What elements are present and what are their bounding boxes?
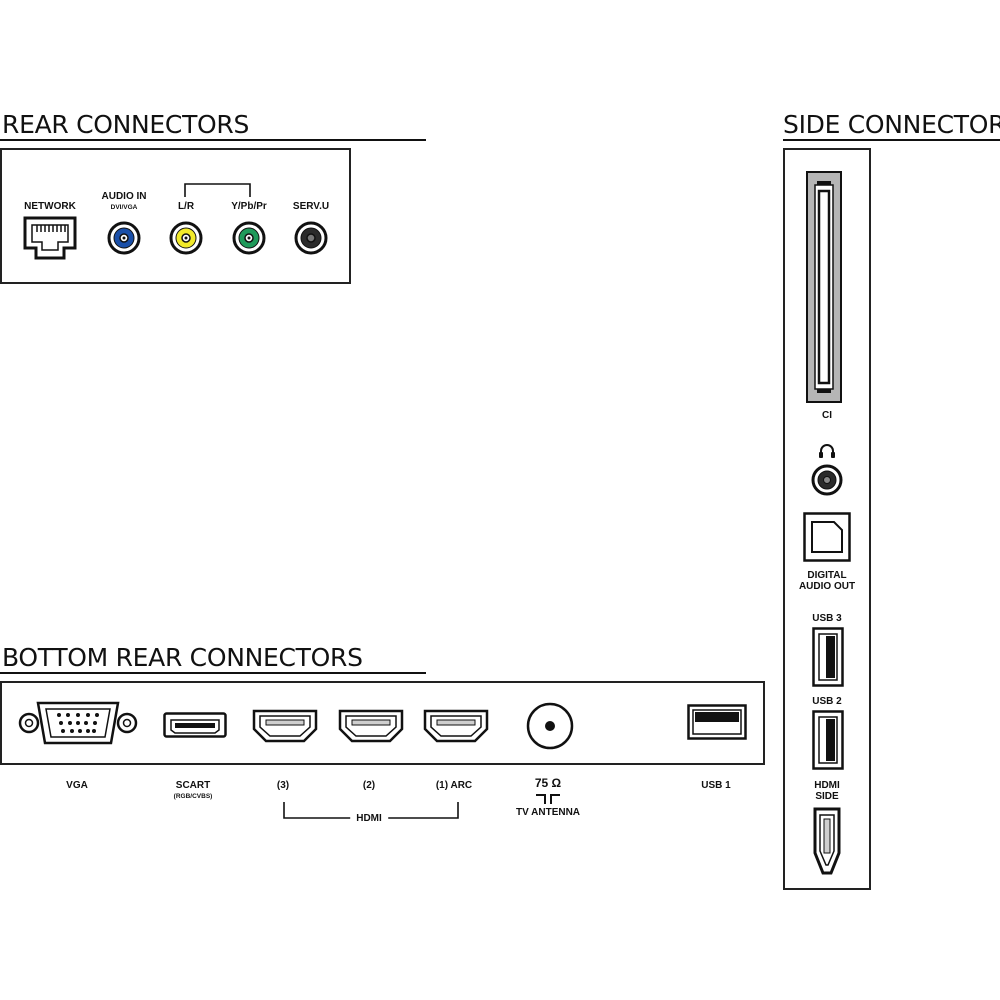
lr-label: L/R bbox=[177, 201, 195, 212]
side-connectors-title: SIDE CONNECTORS bbox=[783, 110, 1000, 139]
jack-icon-audio-in bbox=[107, 221, 141, 255]
bottom-rear-connectors-title: BOTTOM REAR CONNECTORS bbox=[2, 643, 363, 672]
rear-title-rule bbox=[0, 139, 426, 141]
scart-label: SCART bbox=[175, 780, 211, 791]
hdmi-icon-2 bbox=[338, 709, 404, 743]
usb2-label: USB 2 bbox=[812, 696, 842, 707]
servu-label: SERV.U bbox=[292, 201, 330, 212]
jack-icon-servu bbox=[294, 221, 328, 255]
side-connectors-panel: CI DIGITAL AUDIO OUT USB 3 USB 2 HDMI SI… bbox=[783, 148, 871, 890]
jack-icon-headphones bbox=[811, 464, 843, 496]
headphones-icon bbox=[819, 444, 835, 458]
usb3-label: USB 3 bbox=[812, 613, 842, 624]
hdmi3-label: (3) bbox=[276, 780, 290, 791]
usb-icon-usb2 bbox=[812, 710, 844, 770]
antenna-symbol-icon bbox=[536, 794, 560, 804]
digital-audio-out-label: DIGITAL AUDIO OUT bbox=[798, 570, 856, 592]
audio-in-label: AUDIO IN bbox=[101, 191, 147, 202]
usb-icon-usb3 bbox=[812, 627, 844, 687]
hdmi-group-label: HDMI bbox=[350, 813, 388, 824]
bottom-rear-connectors-panel bbox=[0, 681, 765, 765]
hdmi-icon-side bbox=[813, 807, 841, 875]
usb1-label: USB 1 bbox=[701, 780, 731, 791]
rj45-icon bbox=[23, 216, 77, 260]
bottom-title-rule bbox=[0, 672, 426, 674]
lr-ypbpr-bracket bbox=[184, 183, 251, 197]
scart-sub-label: (RGB/CVBS) bbox=[173, 793, 213, 800]
hdmi1-arc-label: (1) ARC bbox=[435, 780, 473, 791]
tv-antenna-label: TV ANTENNA bbox=[515, 807, 581, 818]
ypbpr-label: Y/Pb/Pr bbox=[231, 201, 267, 212]
optical-icon bbox=[803, 512, 851, 562]
ci-slot-icon bbox=[806, 171, 842, 403]
hdmi2-label: (2) bbox=[362, 780, 376, 791]
vga-label: VGA bbox=[66, 780, 88, 791]
scart-icon bbox=[163, 712, 227, 738]
jack-icon-lr bbox=[169, 221, 203, 255]
vga-icon bbox=[18, 701, 138, 745]
usb-icon-usb1 bbox=[687, 704, 747, 740]
hdmi-icon-3 bbox=[252, 709, 318, 743]
rear-connectors-title: REAR CONNECTORS bbox=[2, 110, 250, 139]
hdmi-icon-1 bbox=[423, 709, 489, 743]
audio-in-sub-label: DVI/VGA bbox=[110, 204, 138, 211]
jack-icon-ypbpr bbox=[232, 221, 266, 255]
side-title-rule bbox=[783, 139, 1000, 141]
network-label: NETWORK bbox=[24, 201, 76, 212]
ohm-label: 75 Ω bbox=[534, 776, 562, 790]
rear-connectors-panel: NETWORK AUDIO IN DVI/VGA L/R Y/Pb/Pr SER… bbox=[0, 148, 351, 284]
coax-icon bbox=[526, 702, 574, 750]
hdmi-side-label: HDMI SIDE bbox=[814, 780, 840, 802]
ci-label: CI bbox=[822, 410, 832, 421]
